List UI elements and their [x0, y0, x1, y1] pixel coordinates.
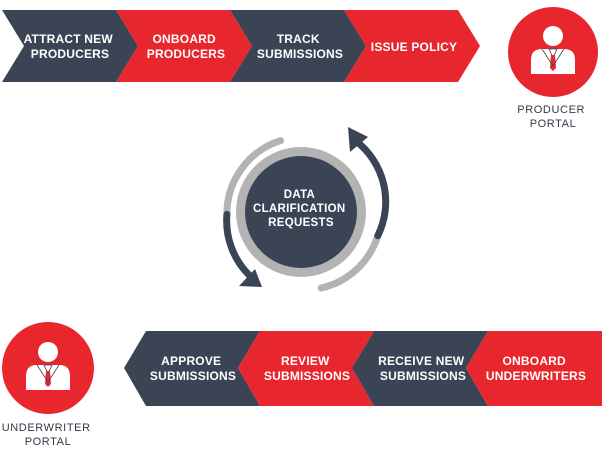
- center-label-line3: REQUESTS: [268, 217, 334, 229]
- underwriter-portal-label-line1: UNDERWRITER: [2, 422, 91, 434]
- svg-text:DATA CLARIFICATION: DATA CLARIFICATION REQUESTS: [253, 189, 349, 229]
- chevron-review-submissions[interactable]: REVIEW SUBMISSIONS: [238, 331, 374, 406]
- center-label-line2: CLARIFICATION: [253, 203, 345, 215]
- bottom-flow: APPROVE SUBMISSIONS REVIEW SUBMISSIONS R…: [124, 331, 602, 406]
- cycle-arc-navy-right: [352, 137, 390, 240]
- chevron-label-line1: ONBOARD: [153, 32, 217, 46]
- chevron-label-line1: ISSUE POLICY: [371, 40, 457, 54]
- chevron-issue-policy[interactable]: ISSUE POLICY: [344, 10, 480, 82]
- chevron-label-line1: ONBOARD: [503, 354, 567, 368]
- svg-text:PRODUCER PORTAL: PRODUCER PORTAL: [517, 104, 588, 130]
- chevron-receive-new-submissions[interactable]: RECEIVE NEW SUBMISSIONS: [352, 331, 488, 406]
- cycle-arrow-right-icon: [348, 127, 368, 152]
- producer-portal-label-line1: PRODUCER: [517, 104, 585, 116]
- chevron-shape: [116, 10, 252, 82]
- chevron-label-line1: REVIEW: [281, 354, 330, 368]
- chevron-shape: [352, 331, 488, 406]
- producer-portal[interactable]: PRODUCER PORTAL: [508, 7, 598, 130]
- cycle-arc-gray-bottom-right: [317, 232, 382, 292]
- svg-text:ISSUE POLICY: ISSUE POLICY: [371, 40, 457, 54]
- cycle-arc-navy-left: [223, 210, 253, 279]
- chevron-shape: [230, 10, 366, 82]
- chevron-onboard-producers[interactable]: ONBOARD PRODUCERS: [116, 10, 252, 82]
- chevron-label-line2: SUBMISSIONS: [380, 369, 466, 383]
- cycle-arc-gray-top-left: [223, 137, 285, 218]
- chevron-shape: [466, 331, 602, 406]
- center-cycle: DATA CLARIFICATION REQUESTS: [223, 127, 390, 292]
- cycle-arrow-left-icon: [239, 269, 262, 287]
- center-disc[interactable]: [245, 156, 357, 268]
- chevron-label-line2: UNDERWRITERS: [486, 369, 586, 383]
- svg-text:RECEIVE NEW SUBMISSION: RECEIVE NEW SUBMISSIONS: [378, 354, 468, 383]
- chevron-shape: [124, 331, 260, 406]
- chevron-shape: [238, 331, 374, 406]
- svg-text:APPROVE SUBMISSIONS: APPROVE SUBMISSIONS: [150, 354, 236, 383]
- svg-text:ATTRACT NEW PRODUCERS: ATTRACT NEW PRODUCERS: [24, 32, 117, 61]
- chevron-label-line1: ATTRACT NEW: [24, 32, 114, 46]
- svg-text:REVIEW SUBMISSIONS: REVIEW SUBMISSIONS: [264, 354, 350, 383]
- user-icon: [531, 26, 575, 74]
- underwriter-portal[interactable]: UNDERWRITER PORTAL: [2, 322, 95, 448]
- chevron-approve-submissions[interactable]: APPROVE SUBMISSIONS: [124, 331, 260, 406]
- svg-text:UNDERWRITER PORTAL: UNDERWRITER PORTAL: [2, 422, 95, 448]
- producer-portal-label-line2: PORTAL: [530, 118, 577, 130]
- underwriter-portal-label-line2: PORTAL: [25, 436, 72, 448]
- top-flow: ATTRACT NEW PRODUCERS ONBOARD PRODUCERS …: [2, 10, 480, 82]
- chevron-onboard-underwriters[interactable]: ONBOARD UNDERWRITERS: [466, 331, 602, 406]
- chevron-label-line1: TRACK: [277, 32, 320, 46]
- center-label-line1: DATA: [284, 189, 315, 201]
- chevron-track-submissions[interactable]: TRACK SUBMISSIONS: [230, 10, 366, 82]
- chevron-label-line2: SUBMISSIONS: [264, 369, 350, 383]
- chevron-shape: [344, 10, 480, 82]
- chevron-label-line1: APPROVE: [161, 354, 221, 368]
- chevron-label-line2: PRODUCERS: [31, 47, 109, 61]
- svg-text:ONBOARD PRODUCERS: ONBOARD PRODUCERS: [147, 32, 225, 61]
- chevron-label-line2: PRODUCERS: [147, 47, 225, 61]
- chevron-label-line1: RECEIVE NEW: [378, 354, 465, 368]
- chevron-attract-new-producers[interactable]: ATTRACT NEW PRODUCERS: [2, 10, 138, 82]
- chevron-shape: [2, 10, 138, 82]
- chevron-label-line2: SUBMISSIONS: [257, 47, 343, 61]
- svg-text:ONBOARD UNDERWRITERS: ONBOARD UNDERWRITERS: [486, 354, 586, 383]
- user-icon: [26, 342, 70, 390]
- svg-text:TRACK SUBMISSIONS: TRACK SUBMISSIONS: [257, 32, 343, 61]
- chevron-label-line2: SUBMISSIONS: [150, 369, 236, 383]
